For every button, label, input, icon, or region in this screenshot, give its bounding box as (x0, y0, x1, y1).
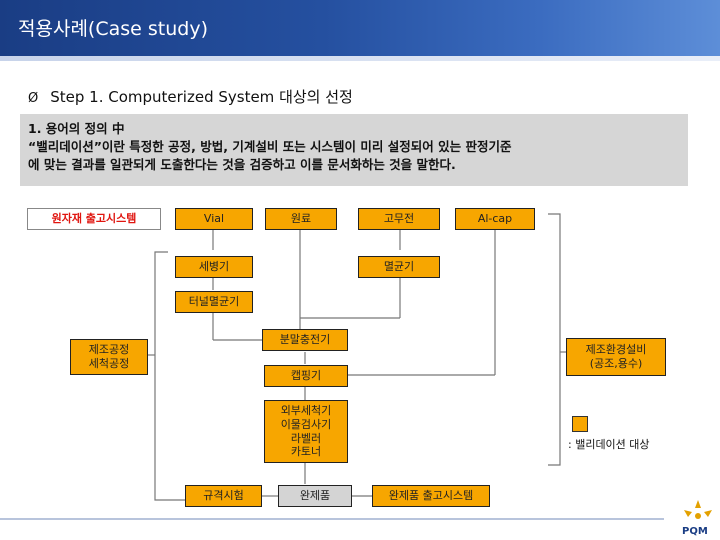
legend-swatch (572, 416, 588, 432)
inspector-label: 이물검사기 (280, 417, 332, 431)
sterilizer-node[interactable]: 멸균기 (358, 256, 440, 278)
pqm-logo-icon (684, 500, 712, 519)
rubber-stopper-node[interactable]: 고무전 (358, 208, 440, 230)
cleaning-label: 세척공정 (88, 357, 130, 370)
header-divider (0, 56, 720, 61)
logo-text: PQM (682, 526, 708, 537)
al-cap-node[interactable]: Al-cap (455, 208, 535, 230)
process-cleaning-node[interactable]: 제조공정 세척공정 (70, 339, 148, 375)
raw-material-node[interactable]: 원료 (265, 208, 337, 230)
definition-text-line2: 에 맞는 결과를 일관되게 도출한다는 것을 검증하고 이를 문서화하는 것을 … (28, 157, 456, 172)
process-label: 제조공정 (88, 343, 130, 357)
title-bar: 적용사례(Case study) (0, 0, 720, 56)
cartoner-label: 카토너 (290, 445, 322, 459)
bullet-arrow-icon: Ø (28, 91, 39, 106)
manufacturing-env-node[interactable]: 제조환경설비 (공조,용수) (566, 338, 666, 376)
labeler-label: 라벨러 (290, 431, 322, 445)
env-label: 제조환경설비 (585, 343, 647, 357)
vial-node[interactable]: Vial (175, 208, 253, 230)
qc-test-node[interactable]: 규격시험 (185, 485, 262, 507)
packing-equipment-node[interactable]: 외부세척기 이물검사기 라벨러 카토너 (264, 400, 348, 463)
finished-product-node[interactable]: 완제품 (278, 485, 352, 507)
definition-box: 1. 용어의 정의 中 “밸리데이션”이란 특정한 공정, 방법, 기계설비 또… (20, 114, 688, 186)
legend-label: : 밸리데이션 대상 (568, 438, 650, 451)
raw-material-release-system-node[interactable]: 원자재 출고시스템 (27, 208, 161, 230)
page-title: 적용사례(Case study) (18, 18, 208, 40)
definition-text-line1: “밸리데이션”이란 특정한 공정, 방법, 기계설비 또는 시스템이 미리 설정… (28, 139, 512, 154)
powder-filler-node[interactable]: 분말충전기 (262, 329, 348, 351)
external-washer-label: 외부세척기 (280, 404, 332, 417)
env-sub-label: (공조,용수) (589, 357, 643, 370)
step-heading: Ø Step 1. Computerized System 대상의 선정 (28, 86, 353, 107)
tunnel-sterilizer-node[interactable]: 터널멸균기 (175, 291, 253, 313)
capper-node[interactable]: 캡핑기 (264, 365, 348, 387)
footer-divider (0, 518, 664, 520)
washer-node[interactable]: 세병기 (175, 256, 253, 278)
definition-title: 1. 용어의 정의 中 (28, 121, 125, 136)
step-label: Step 1. Computerized System 대상의 선정 (50, 88, 353, 106)
finished-release-system-node[interactable]: 완제품 출고시스템 (372, 485, 490, 507)
